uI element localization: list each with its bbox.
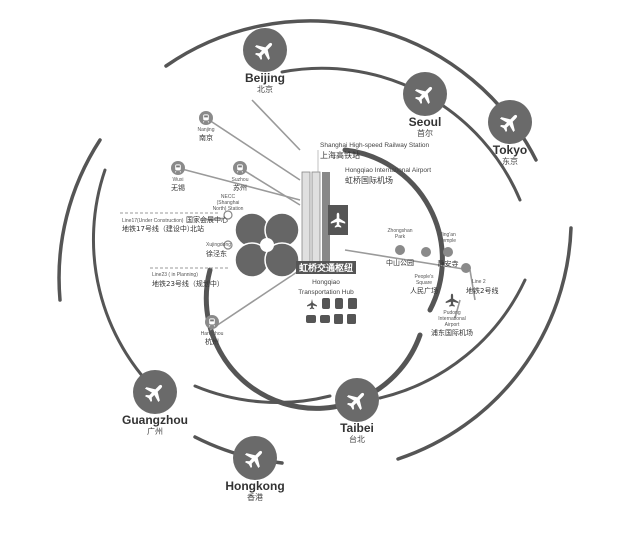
svg-text:浦东国际机场: 浦东国际机场 [431, 328, 473, 337]
station-hangzhou: Hangzhou 杭州 [201, 315, 224, 346]
middle-ring-sw [193, 384, 332, 404]
city-beijing-en: Beijing [245, 71, 285, 85]
svg-text:International: International [438, 316, 466, 322]
city-tokyo: Tokyo 东京 [488, 100, 532, 166]
svg-text:地铁2号线: 地铁2号线 [466, 286, 498, 295]
airport-zh: 虹桥国际机场 [345, 175, 393, 185]
transport-mode-icons [306, 298, 357, 324]
necc-en1: NECC [221, 194, 236, 200]
station-suzhou: Suzhou 苏州 [232, 161, 249, 192]
hongqiao-logo-pattern [234, 212, 300, 278]
airport-en: Hongqiao International Airport [345, 167, 431, 174]
bus-icon-2 [334, 314, 343, 324]
airplane-icon [306, 298, 318, 310]
line23-en: Line23 ( in Planning) [152, 272, 198, 278]
pudong-airport: Pudong International Airport 浦东国际机场 [431, 293, 473, 337]
city-tokyo-zh: 东京 [502, 156, 518, 166]
station-suzhou-zh: 苏州 [233, 183, 247, 192]
outer-ring-east [396, 226, 573, 461]
svg-text:Pudong: Pudong [443, 310, 460, 316]
hub-label-en1: Hongqiao [312, 279, 340, 286]
metro-jingan-temple: Jing'an Temple 静安寺 [438, 232, 459, 268]
metro-peoples-square: People's Square 人民广场 [410, 247, 438, 295]
middle-ring-east [378, 278, 527, 400]
line17-en: Line17(Under Construction) [122, 218, 184, 224]
station-hangzhou-en: Hangzhou [201, 331, 224, 337]
train-icon [322, 298, 330, 309]
city-taibei-en: Taibei [340, 421, 374, 435]
city-guangzhou-zh: 广州 [147, 426, 163, 436]
svg-text:Jing'an: Jing'an [440, 232, 456, 238]
city-taibei-zh: 台北 [349, 434, 365, 444]
station-nanjing: Nanjing 南京 [198, 111, 215, 142]
hub-label-zh: 虹桥交通枢纽 [299, 262, 353, 274]
hub-label-box [296, 261, 356, 274]
station-suzhou-en: Suzhou [232, 177, 249, 183]
station-xujingdong [223, 240, 233, 250]
hub-label-en2: Transportation Hub [298, 289, 354, 296]
xujing-zh: 徐泾东 [206, 249, 227, 258]
car-icon [320, 315, 330, 323]
svg-text:Line 2: Line 2 [472, 279, 486, 285]
xujing-en: Xujingdong [206, 242, 231, 248]
station-nanjing-en: Nanjing [198, 127, 215, 133]
station-nanjing-zh: 南京 [199, 133, 213, 142]
city-hongkong-zh: 香港 [247, 492, 263, 502]
necc-en3: North) Station [213, 206, 244, 212]
city-tokyo-en: Tokyo [493, 143, 527, 157]
station-hangzhou-zh: 杭州 [205, 337, 219, 346]
svg-text:中山公园: 中山公园 [386, 258, 414, 267]
station-necc: NECC (Shanghai North) Station [213, 194, 244, 220]
hsr-station-zh: 上海高铁站 [320, 150, 360, 160]
svg-text:Temple: Temple [440, 238, 456, 244]
necc-en2: (Shanghai [217, 200, 240, 206]
inner-ring-hub [342, 147, 445, 313]
hsr-station-en: Shanghai High-speed Railway Station [320, 142, 430, 149]
metro-line2: Line 2 地铁2号线 [461, 263, 498, 295]
hub-rails [301, 171, 348, 268]
metro-zhongshan-park: Zhongshan Park 中山公园 [386, 228, 414, 267]
city-hongkong-en: Hongkong [225, 479, 284, 493]
line17-zh-line: 地铁17号线（建设中） [122, 224, 194, 233]
rail-lines [177, 99, 476, 331]
city-guangzhou-en: Guangzhou [122, 413, 188, 427]
taxi-icon [306, 315, 316, 323]
city-seoul-zh: 首尔 [417, 128, 433, 138]
dashed-lines [120, 212, 230, 269]
line17-zh-station2: 北站 [190, 224, 204, 233]
line23-zh: 地铁23号线（规划中） [152, 279, 224, 288]
svg-text:Airport: Airport [445, 322, 460, 328]
line17-zh-station: 国家会展中心 [186, 215, 228, 224]
city-seoul: Seoul 首尔 [403, 72, 447, 138]
city-seoul-en: Seoul [409, 115, 442, 129]
middle-ring-west [91, 168, 162, 397]
outer-ring-west [57, 138, 102, 302]
svg-text:静安寺: 静安寺 [438, 259, 459, 268]
svg-text:Park: Park [395, 234, 406, 240]
city-guangzhou: Guangzhou 广州 [122, 370, 188, 436]
city-beijing: Beijing 北京 [243, 28, 287, 94]
svg-text:Square: Square [416, 280, 432, 286]
metro-icon [335, 298, 343, 309]
station-wuxi: Wuxi 无锡 [171, 161, 185, 192]
svg-text:人民广场: 人民广场 [410, 286, 438, 295]
city-beijing-zh: 北京 [257, 84, 273, 94]
svg-text:People's: People's [414, 274, 434, 280]
svg-text:Zhongshan: Zhongshan [387, 228, 412, 234]
city-taibei: Taibei 台北 [335, 378, 379, 444]
city-hongkong: Hongkong 香港 [225, 436, 285, 502]
metro-icon-2 [347, 314, 356, 324]
station-wuxi-zh: 无锡 [171, 183, 185, 192]
bus-icon [348, 298, 357, 309]
station-wuxi-en: Wuxi [172, 177, 183, 183]
